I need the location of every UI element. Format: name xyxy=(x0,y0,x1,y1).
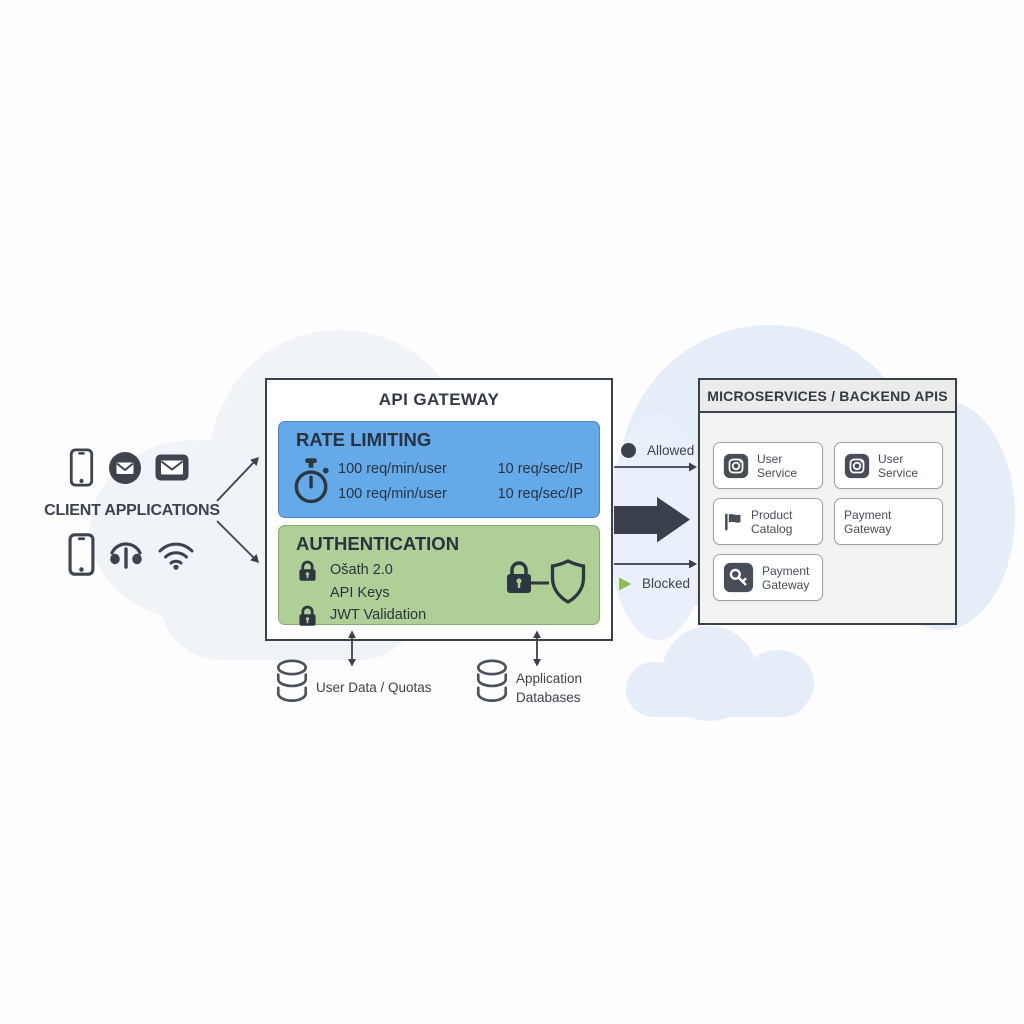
product-catalog-icon xyxy=(723,512,743,532)
service-label: Payment Gateway xyxy=(844,507,892,536)
stopwatch-icon xyxy=(293,458,331,506)
auth-method-label: JWT Validation xyxy=(330,607,427,623)
authentication-title: AUTHENTICATION xyxy=(296,533,460,554)
microservices-title: MICROSERVICES / BACKEND APIS xyxy=(700,380,955,413)
lock-icon xyxy=(298,559,317,582)
allowed-legend: Allowed xyxy=(621,443,694,458)
api-gateway-title: API GATEWAY xyxy=(378,390,500,409)
service-label: Product Catalog xyxy=(751,507,793,536)
api-gateway-panel: API GATEWAY RATE LIMITING 100 req/min/us… xyxy=(265,378,613,641)
client-icons-bottom xyxy=(68,532,195,577)
client-applications-label: CLIENT APPLICATIONS xyxy=(44,502,220,519)
service-card-payment-gateway: Payment Gateway xyxy=(713,554,823,601)
client-icons-top xyxy=(68,448,189,487)
blocked-legend: Blocked xyxy=(619,576,690,591)
rate-limiting-title: RATE LIMITING xyxy=(296,429,432,450)
service-label: User Service xyxy=(878,451,919,480)
mail-icon xyxy=(155,454,189,481)
wifi-icon xyxy=(157,539,195,570)
lock-icon xyxy=(298,604,317,627)
blocked-label: Blocked xyxy=(642,576,691,591)
auth-method-row: Ošath 2.0 xyxy=(298,559,393,581)
service-label: User Service xyxy=(757,451,798,480)
auth-method-label: Ošath 2.0 xyxy=(330,562,393,578)
database-label: User Data / Quotas xyxy=(316,680,432,695)
user-service-icon xyxy=(723,453,749,479)
rate-limit-value: 10 req/sec/IP xyxy=(497,486,583,502)
authentication-box: AUTHENTICATION Ošath 2.0 API Keys JWT Va… xyxy=(278,525,600,626)
broadcast-icon xyxy=(108,538,144,571)
rate-limit-value: 100 req/min/user xyxy=(338,486,447,502)
cloud-shape xyxy=(626,662,810,717)
service-label: Payment Gateway xyxy=(762,563,810,592)
database-icon xyxy=(274,658,310,712)
mail-circle-icon xyxy=(108,451,142,485)
smartphone-icon xyxy=(68,532,95,577)
smartphone-icon xyxy=(68,448,95,487)
microservices-panel: MICROSERVICES / BACKEND APIS User Servic… xyxy=(698,378,957,625)
service-card-product-catalog: Product Catalog xyxy=(713,498,823,545)
service-card-payment-gateway: Payment Gateway xyxy=(834,498,943,545)
rate-limit-value: 100 req/min/user xyxy=(338,461,447,477)
service-card-user-service: User Service xyxy=(713,442,823,489)
auth-method-label: API Keys xyxy=(330,585,390,601)
rate-limit-value: 10 req/sec/IP xyxy=(497,461,583,477)
auth-method-row: JWT Validation xyxy=(298,604,426,626)
service-card-user-service: User Service xyxy=(834,442,943,489)
blocked-arrowhead-icon xyxy=(619,577,632,591)
allowed-dot-icon xyxy=(621,443,636,458)
database-label: Application Databases xyxy=(516,671,583,705)
payment-key-icon xyxy=(723,562,754,593)
auth-method-row: API Keys xyxy=(298,582,390,604)
database-icon xyxy=(474,658,510,712)
rate-limiting-box: RATE LIMITING 100 req/min/user 10 req/se… xyxy=(278,421,600,518)
allowed-label: Allowed xyxy=(647,443,695,458)
lock-shield-icon xyxy=(503,558,587,605)
service-cards: User Service User Service Product Catalo… xyxy=(713,442,943,601)
user-service-icon xyxy=(844,453,870,479)
